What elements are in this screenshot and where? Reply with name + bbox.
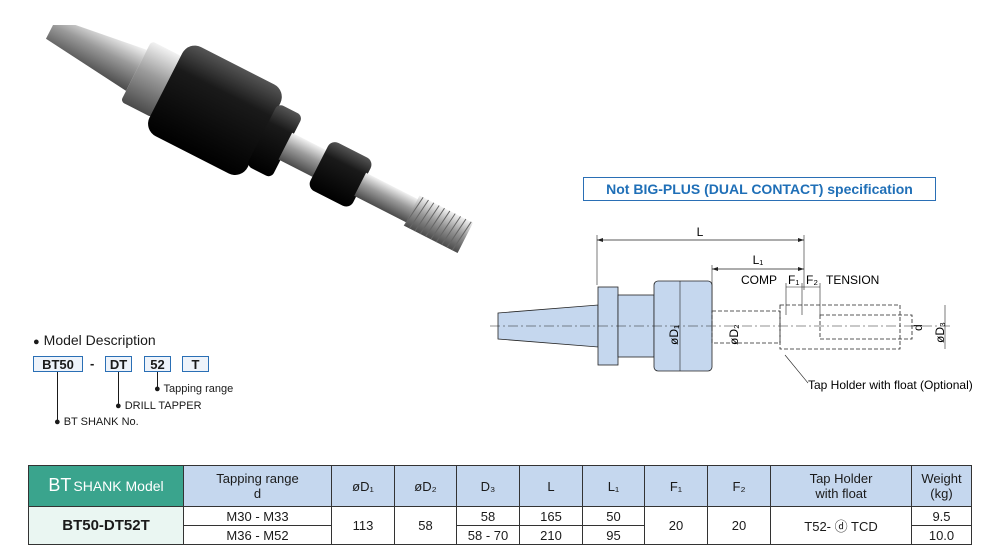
- model-name-cell: BT50-DT52T: [28, 506, 184, 545]
- tension-label: TENSION: [826, 273, 879, 287]
- l-cell: 210: [519, 525, 583, 545]
- d3-cell: 58: [456, 506, 520, 526]
- table-row: BT50-DT52T M30 - M33 113 58 58 165 50 20…: [28, 506, 972, 545]
- drill-tapper-label: ● DRILL TAPPER: [115, 400, 202, 412]
- weight-cell: 10.0: [911, 525, 972, 545]
- tap-holder-note: Tap Holder with float (Optional): [808, 378, 973, 392]
- dim-L-label: L: [697, 225, 704, 239]
- table-row: M36 - M52 58 - 70 210 95 10.0: [29, 525, 972, 545]
- bt-shank-label: ● BT SHANK No.: [54, 416, 139, 428]
- dim-F1-label: F₁: [788, 273, 799, 287]
- model-code-dash: -: [90, 356, 95, 371]
- tapping-range-cell: M36 - M52: [183, 525, 332, 545]
- l-cell: 165: [519, 506, 583, 526]
- dim-d-label: d: [911, 324, 925, 331]
- technical-drawing: L L₁ COMP F₁ F₂ TENSION øD₁ øD₂ d øD₃ Ta…: [490, 225, 973, 392]
- specification-label: Not BIG-PLUS (DUAL CONTACT) specificatio…: [583, 177, 936, 201]
- d1-cell: 113: [331, 506, 395, 545]
- d2-cell: 58: [394, 506, 457, 545]
- header-f2: F₂: [707, 465, 771, 507]
- comp-label: COMP: [741, 273, 777, 287]
- header-l: L: [519, 465, 583, 507]
- header-f1: F₁: [644, 465, 708, 507]
- l1-cell: 50: [582, 506, 645, 526]
- dim-L1-label: L₁: [753, 253, 764, 267]
- header-d2: øD₂: [394, 465, 457, 507]
- header-l1: L₁: [582, 465, 645, 507]
- weight-cell: 9.5: [911, 506, 972, 526]
- d3-cell: 58 - 70: [456, 525, 520, 545]
- dim-D1-label: øD₁: [667, 325, 681, 345]
- header-d1: øD₁: [331, 465, 395, 507]
- tapping-range-label: ● Tapping range: [154, 383, 234, 395]
- dim-F2-label: F₂: [806, 273, 818, 287]
- model-code-52: 52: [144, 356, 171, 372]
- f2-cell: 20: [707, 506, 771, 545]
- dim-D3-label: øD₃: [933, 322, 947, 343]
- l1-cell: 95: [582, 525, 645, 545]
- f1-cell: 20: [644, 506, 708, 545]
- tapping-range-cell: M30 - M33: [183, 506, 332, 526]
- tap-holder-cell: T52- ⓓ TCD: [770, 506, 912, 545]
- product-photo: [45, 25, 474, 254]
- model-code-t: T: [182, 356, 209, 372]
- dim-D2-label: øD₂: [727, 324, 741, 345]
- header-d3: D₃: [456, 465, 520, 507]
- model-code-dt: DT: [105, 356, 132, 372]
- header-weight: Weight(kg): [911, 465, 972, 507]
- bullet-icon: ●: [33, 336, 40, 348]
- model-description-title: ●Model Description: [33, 332, 156, 348]
- model-code-bt50: BT50: [33, 356, 83, 372]
